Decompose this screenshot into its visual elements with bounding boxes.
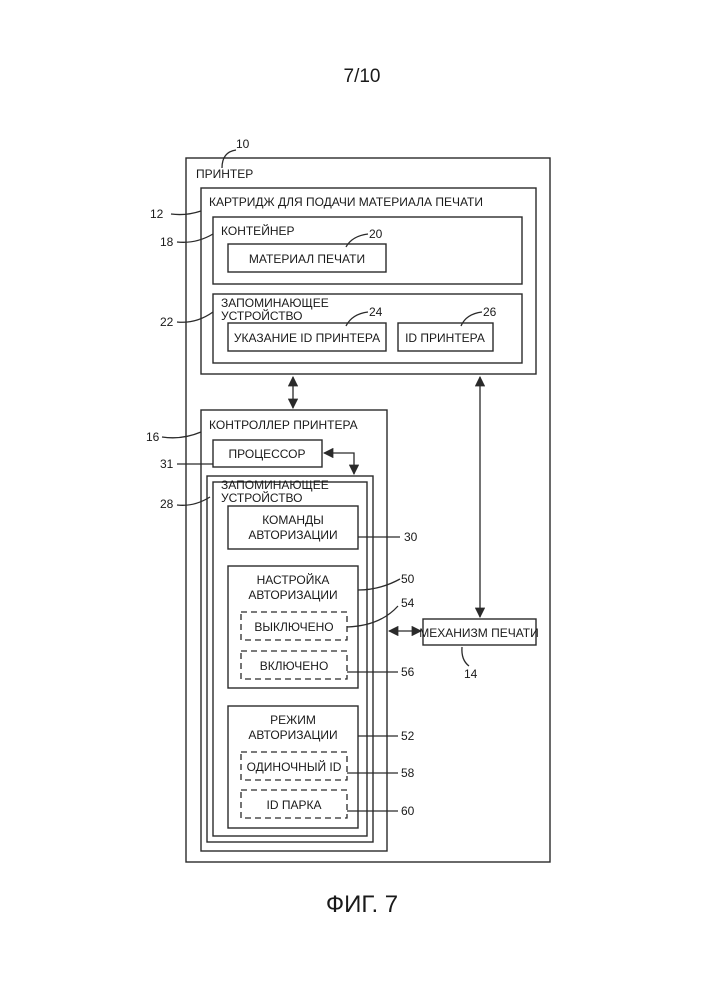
print-material-label: МАТЕРИАЛ ПЕЧАТИ (249, 252, 365, 266)
auth-commands-label-2: АВТОРИЗАЦИИ (248, 528, 337, 542)
option-fleet-id-ref: 60 (401, 804, 415, 818)
printer-leader (222, 150, 236, 168)
container-leader (177, 234, 213, 242)
printer-id-indication-leader (346, 312, 368, 326)
auth-commands-ref: 30 (404, 530, 418, 544)
processor-label: ПРОЦЕССОР (229, 447, 306, 461)
cartridge-memory-ref: 22 (160, 315, 174, 329)
cartridge-block: КАРТРИДЖ ДЛЯ ПОДАЧИ МАТЕРИАЛА ПЕЧАТИ 12 (150, 188, 536, 374)
cartridge-memory-label-2: УСТРОЙСТВО (221, 308, 302, 323)
controller-memory-ref: 28 (160, 497, 174, 511)
auth-setting-label-1: НАСТРОЙКА (257, 572, 330, 587)
printer-label: ПРИНТЕР (196, 167, 253, 181)
auth-mode-ref: 52 (401, 729, 415, 743)
printer-ref: 10 (236, 137, 250, 151)
option-disabled-label: ВЫКЛЮЧЕНО (254, 620, 333, 634)
option-single-id-ref: 58 (401, 766, 415, 780)
auth-mode-label-2: АВТОРИЗАЦИИ (248, 728, 337, 742)
option-enabled-ref: 56 (401, 665, 415, 679)
printer-id-ref: 26 (483, 305, 497, 319)
processor-ref: 31 (160, 457, 174, 471)
controller-memory-block: ЗАПОМИНАЮЩЕЕ УСТРОЙСТВО 28 КОМАНДЫ АВТОР… (160, 476, 418, 842)
container-block: КОНТЕЙНЕР 18 МАТЕРИАЛ ПЕЧАТИ 20 (160, 217, 522, 284)
option-single-id-label: ОДИНОЧНЫЙ ID (247, 759, 342, 774)
print-mechanism-ref: 14 (464, 667, 478, 681)
cartridge-ref: 12 (150, 207, 164, 221)
printer-controller-ref: 16 (146, 430, 160, 444)
auth-setting-leader (358, 579, 400, 590)
printer-id-indication-ref: 24 (369, 305, 383, 319)
auth-commands-label-1: КОМАНДЫ (262, 513, 324, 527)
cartridge-box (201, 188, 536, 374)
printer-id-leader (461, 312, 482, 326)
auth-setting-ref: 50 (401, 572, 415, 586)
container-ref: 18 (160, 235, 174, 249)
option-disabled-ref: 54 (401, 596, 415, 610)
print-material-leader (346, 234, 368, 247)
controller-memory-label-1: ЗАПОМИНАЮЩЕЕ (221, 478, 329, 492)
page-number: 7/10 (344, 66, 381, 87)
processor-memory-arrow (324, 453, 354, 474)
print-mechanism-leader (462, 647, 469, 666)
printer-controller-label: КОНТРОЛЛЕР ПРИНТЕРА (209, 418, 358, 432)
container-label: КОНТЕЙНЕР (221, 223, 295, 238)
option-fleet-id-label: ID ПАРКА (267, 798, 322, 812)
controller-memory-leader (177, 497, 210, 505)
cartridge-memory-block: ЗАПОМИНАЮЩЕЕ УСТРОЙСТВО 22 УКАЗАНИЕ ID П… (160, 294, 522, 363)
cartridge-memory-leader (177, 312, 213, 322)
cartridge-memory-label-1: ЗАПОМИНАЮЩЕЕ (221, 296, 329, 310)
print-mechanism-label: МЕХАНИЗМ ПЕЧАТИ (419, 626, 539, 640)
controller-memory-label-2: УСТРОЙСТВО (221, 490, 302, 505)
print-material-ref: 20 (369, 227, 383, 241)
printer-id-label: ID ПРИНТЕРА (405, 331, 485, 345)
figure-caption: ФИГ. 7 (326, 891, 398, 918)
printer-id-indication-label: УКАЗАНИЕ ID ПРИНТЕРА (234, 331, 380, 345)
auth-mode-label-1: РЕЖИМ (270, 713, 316, 727)
auth-setting-label-2: АВТОРИЗАЦИИ (248, 588, 337, 602)
option-enabled-label: ВКЛЮЧЕНО (260, 659, 329, 673)
printer-controller-leader (162, 432, 201, 438)
cartridge-label: КАРТРИДЖ ДЛЯ ПОДАЧИ МАТЕРИАЛА ПЕЧАТИ (209, 195, 483, 209)
